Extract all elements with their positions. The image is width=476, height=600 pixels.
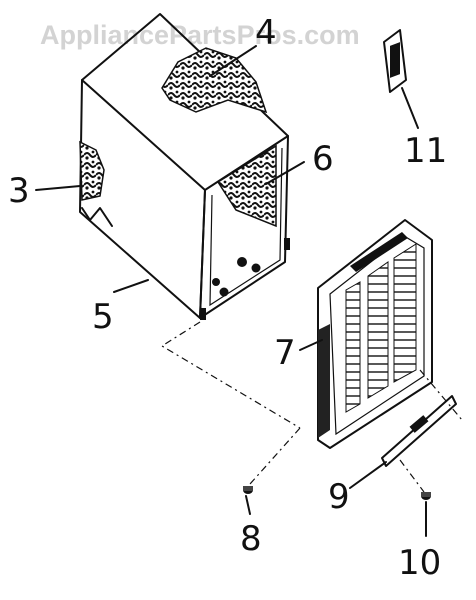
cabinet-front-frame bbox=[199, 135, 289, 319]
cabinet-hole bbox=[237, 257, 247, 267]
cabinet-hole bbox=[212, 278, 220, 286]
callout-9: 9 bbox=[328, 477, 350, 517]
cabinet-bracket bbox=[284, 238, 290, 250]
callout-3: 3 bbox=[8, 171, 30, 211]
leader-line-11 bbox=[401, 87, 419, 129]
grille-top-vent bbox=[350, 232, 408, 272]
callout-7: 7 bbox=[274, 333, 296, 373]
grille-side-edge bbox=[318, 324, 330, 438]
grille-outline bbox=[317, 219, 433, 449]
leader-line-9 bbox=[349, 461, 387, 489]
front-grille bbox=[317, 219, 433, 449]
leader-line-5 bbox=[113, 279, 149, 293]
front-insulation bbox=[216, 144, 277, 228]
cabinet-hole bbox=[219, 287, 229, 297]
grille-louvers-3 bbox=[393, 243, 417, 383]
leader-line-8 bbox=[245, 495, 251, 515]
callout-8: 8 bbox=[240, 519, 262, 559]
leader-line-4 bbox=[209, 45, 257, 77]
leader-line-3 bbox=[35, 185, 81, 191]
assembly-line bbox=[249, 427, 301, 485]
callout-11: 11 bbox=[404, 131, 447, 171]
screw-part-10 bbox=[421, 492, 431, 500]
cabinet-hole bbox=[251, 263, 261, 273]
top-insulation bbox=[161, 47, 268, 114]
grille-louvers-1 bbox=[345, 281, 361, 413]
assembly-line bbox=[419, 369, 463, 421]
callout-5: 5 bbox=[92, 297, 114, 337]
cabinet-bottom-edge bbox=[81, 207, 113, 227]
callout-6: 6 bbox=[312, 139, 334, 179]
cabinet-front-inner bbox=[209, 147, 283, 307]
cabinet-bracket bbox=[200, 308, 206, 320]
leader-line-7 bbox=[299, 339, 323, 351]
clip-part-11 bbox=[383, 29, 407, 93]
callout-4: 4 bbox=[255, 13, 277, 53]
watermark-text: AppliancePartsPros.com bbox=[40, 20, 360, 50]
callout-10: 10 bbox=[398, 543, 441, 583]
assembly-line bbox=[399, 459, 425, 493]
side-insulation bbox=[79, 140, 105, 201]
cabinet-wrapper bbox=[79, 13, 290, 320]
control-plate-slot bbox=[409, 415, 429, 433]
grille-louvers-2 bbox=[367, 261, 389, 399]
leader-line-6 bbox=[265, 161, 305, 185]
screw-part-8 bbox=[243, 486, 253, 494]
